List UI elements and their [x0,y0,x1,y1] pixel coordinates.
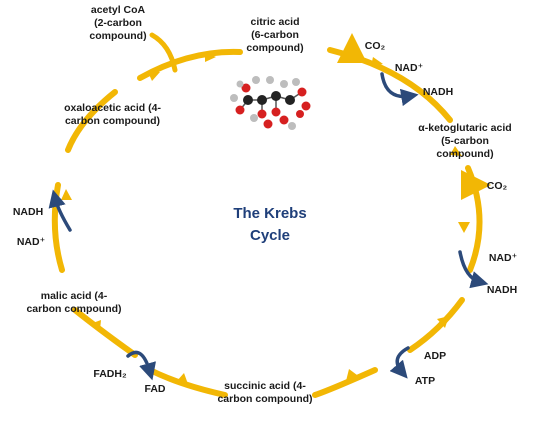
nadh-right-label: NADH [486,284,518,296]
co2-output-arrows [337,33,491,200]
arc-fad-to-malic [72,307,138,358]
arrowhead [90,320,101,330]
atp-label: ATP [414,375,436,387]
citric-acid-label: citric acid (6-carbon compound) [246,16,304,55]
nadh-left-label: NADH [12,206,44,218]
arc-nadh-to-oxalo [65,89,118,153]
nad-right-label: NAD⁺ [488,252,518,264]
arrowhead [205,52,216,62]
arrowhead [458,222,470,233]
nad-top-label: NAD⁺ [394,62,424,74]
succinic-acid-label: succinic acid (4- carbon compound) [217,380,313,406]
co2-right-label: CO₂ [486,180,508,192]
adp-label: ADP [423,350,447,362]
malic-acid-label: malic acid (4- carbon compound) [26,290,122,316]
nad-left-label: NAD⁺ [16,236,46,248]
arc-right-to-adp [407,297,465,353]
nadh-top-label: NADH [422,86,454,98]
oxaloacetic-acid-label: oxaloacetic acid (4- carbon compound) [64,102,161,128]
arrowhead [437,316,449,328]
arrowhead [371,57,383,66]
arc-citric-to-alpha [327,47,453,123]
fad-arrow [126,350,157,381]
alpha-ketoglutaric-acid-label: α-ketoglutaric acid (5-carbon compound) [418,122,512,161]
arrowhead [450,146,462,156]
nad-right-arrow [458,250,489,289]
fadh2-label: FADH₂ [93,368,127,380]
cycle-arrowheads [61,52,470,384]
diagram-title: The Krebs Cycle [233,205,307,244]
co2-top-label: CO₂ [364,40,386,52]
adp-atp-arrow [389,346,410,379]
arrowhead [346,369,357,381]
arc-adp-to-succinic [312,367,378,398]
cofactor-arrows [48,72,489,381]
acetyl-coa-input-arrow [149,32,178,73]
arrowhead [176,373,188,384]
nad-left-arrow [48,189,72,232]
fad-label: FAD [144,383,166,395]
arrowhead [61,189,72,200]
nad-top-arrow [380,72,419,107]
acetyl-coa-label: acetyl CoA (2-carbon compound) [89,4,147,43]
arrowhead [148,72,160,81]
citric-acid-molecule-icon [230,76,311,130]
